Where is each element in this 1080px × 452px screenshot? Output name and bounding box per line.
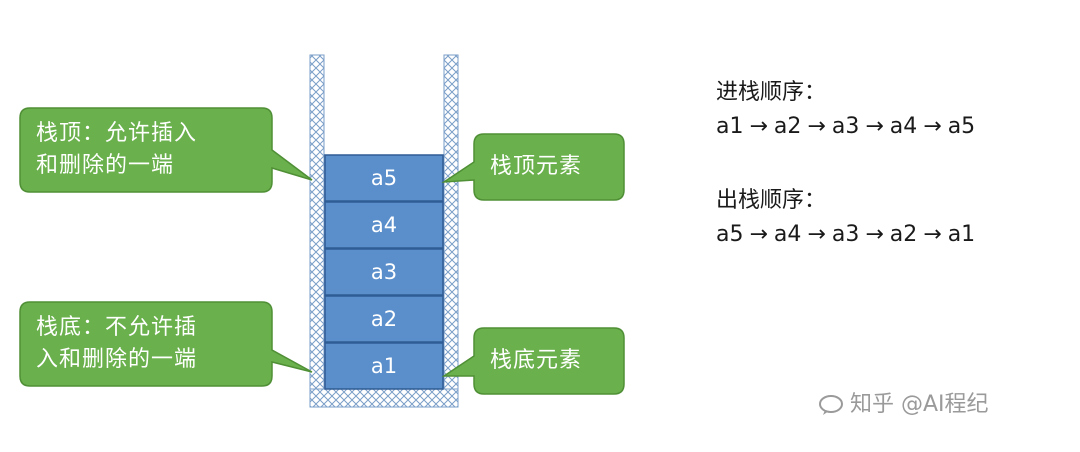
stack-cell-a1 [324,342,444,390]
callout-top-elem-shape [441,133,625,201]
pop-seq-item: a3 [831,222,860,247]
arrow-right-icon: → [865,222,884,247]
stack-cell-a5 [324,154,444,202]
pop-seq-item: a5 [716,222,744,247]
callout-bottom-elem-shape [441,327,625,395]
watermark-text: 知乎 @AI程纪 [850,392,989,417]
stack-wall-bottom [309,388,459,408]
stack-cell-a3 [324,248,444,296]
push-order-sequence: a1→a2→a3→a4→a5 [716,112,975,142]
stack-cell-label-a3: a3 [370,260,398,284]
callout-top-desc: 栈顶：允许插入 和删除的一端 [36,118,197,182]
push-seq-item: a5 [947,114,976,139]
callout-top-desc-line1: 栈顶：允许插入 [36,121,198,146]
chat-bubble-icon [819,395,843,415]
arrow-right-icon: → [807,222,826,247]
stack-cell-a4 [324,201,444,249]
watermark: 知乎 @AI程纪 [818,390,989,420]
callout-top-elem: 栈顶元素 [490,154,583,179]
stack-cell-label-a1: a1 [370,354,398,378]
stack-cell-label-a4: a4 [370,213,398,237]
stack-cells [324,154,444,390]
pop-seq-item: a2 [889,222,918,247]
arrow-right-icon: → [923,222,942,247]
stack-wall-right [443,54,459,408]
stack-cell-label-a2: a2 [370,307,398,331]
callout-bottom-desc-line2: 入和删除的一端 [36,347,198,372]
pop-order-title: 出栈顺序： [716,188,827,213]
stack-wall-left [309,54,325,408]
arrow-right-icon: → [749,114,768,139]
push-order-title: 进栈顺序： [716,80,827,105]
arrow-right-icon: → [923,114,942,139]
pop-order-sequence: a5→a4→a3→a2→a1 [716,220,975,250]
stack-cell-label-a5: a5 [370,166,398,190]
push-seq-item: a3 [831,114,860,139]
pop-seq-item: a4 [773,222,802,247]
pop-seq-item: a1 [947,222,976,247]
callout-bottom-desc-shape [19,301,313,387]
callout-top-desc-shape [19,107,313,193]
push-seq-item: a2 [773,114,802,139]
push-seq-item: a4 [889,114,918,139]
arrow-right-icon: → [807,114,826,139]
arrow-right-icon: → [749,222,768,247]
push-seq-item: a1 [716,114,744,139]
stack-cell-a2 [324,295,444,343]
callout-bottom-desc-line1: 栈底：不允许插 [36,315,198,340]
callout-bottom-elem: 栈底元素 [490,348,583,373]
callout-top-desc-line2: 和删除的一端 [36,153,175,178]
callout-bottom-desc: 栈底：不允许插 入和删除的一端 [36,312,197,376]
arrow-right-icon: → [865,114,884,139]
